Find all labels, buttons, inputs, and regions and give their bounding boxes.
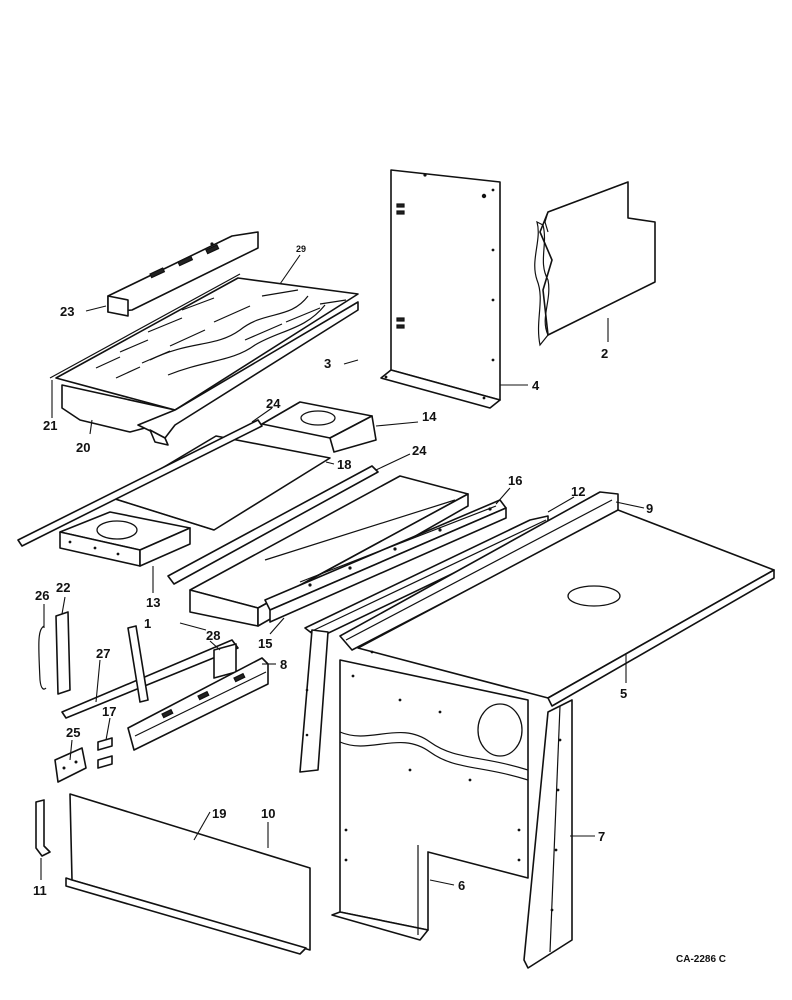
part-26-handle <box>38 625 47 690</box>
part-4-upright-panel <box>380 169 501 409</box>
callout-13: 13 <box>146 595 160 610</box>
part-9-front-rail <box>339 491 619 651</box>
part-20-top-deck <box>49 273 359 446</box>
callout-1: 1 <box>144 616 151 631</box>
callout-17: 17 <box>102 704 116 719</box>
callout-24-lower: 24 <box>412 443 427 458</box>
part-angle-leg <box>299 629 329 773</box>
callout-22: 22 <box>56 580 70 595</box>
callout-4: 4 <box>532 378 540 393</box>
part-25-clip <box>54 747 87 783</box>
part-2-side-sheet <box>534 181 656 347</box>
callout-16: 16 <box>508 473 522 488</box>
part-10-bottom-panel <box>65 793 311 955</box>
callout-14: 14 <box>422 409 437 424</box>
callout-labels: 1 2 3 4 5 6 7 8 9 10 11 12 13 14 15 16 1… <box>33 244 653 898</box>
callout-18: 18 <box>337 457 351 472</box>
callout-26: 26 <box>35 588 49 603</box>
callout-29: 29 <box>296 244 306 254</box>
leader-lines <box>40 254 645 886</box>
callout-11: 11 <box>33 883 47 898</box>
callout-27: 27 <box>96 646 110 661</box>
callout-15: 15 <box>258 636 272 651</box>
part-5-base-plate <box>357 509 775 707</box>
part-14-saddle-bracket <box>261 401 377 453</box>
callout-23: 23 <box>60 304 74 319</box>
callout-3: 3 <box>324 356 331 371</box>
part-11-bracket <box>35 799 51 857</box>
reference-code: CA-2286 C <box>676 954 726 965</box>
callout-28: 28 <box>206 628 220 643</box>
callout-20: 20 <box>76 440 90 455</box>
part-18-center-panel <box>111 435 331 531</box>
part-22-post <box>55 611 71 695</box>
callout-19: 19 <box>212 806 226 821</box>
callout-9: 9 <box>646 501 653 516</box>
callout-24-upper: 24 <box>266 396 281 411</box>
callout-10: 10 <box>261 806 275 821</box>
part-13-saddle-bracket <box>59 511 191 567</box>
part-24-upper-strip <box>17 419 263 547</box>
part-23-bracket-bar <box>107 231 259 317</box>
callout-6: 6 <box>458 878 465 893</box>
callout-25: 25 <box>66 725 80 740</box>
part-17-clip <box>97 737 113 769</box>
callout-7: 7 <box>598 829 605 844</box>
part-24-lower-strip <box>167 465 379 585</box>
callout-8: 8 <box>280 657 287 672</box>
part-8-lower-rail <box>61 625 269 751</box>
part-16-slotted-rail <box>264 499 507 623</box>
callout-12: 12 <box>571 484 585 499</box>
part-7-side-plate <box>523 699 573 969</box>
callout-2: 2 <box>601 346 608 361</box>
callout-5: 5 <box>620 686 627 701</box>
part-6-front-panel <box>331 659 529 941</box>
callout-21: 21 <box>43 418 57 433</box>
